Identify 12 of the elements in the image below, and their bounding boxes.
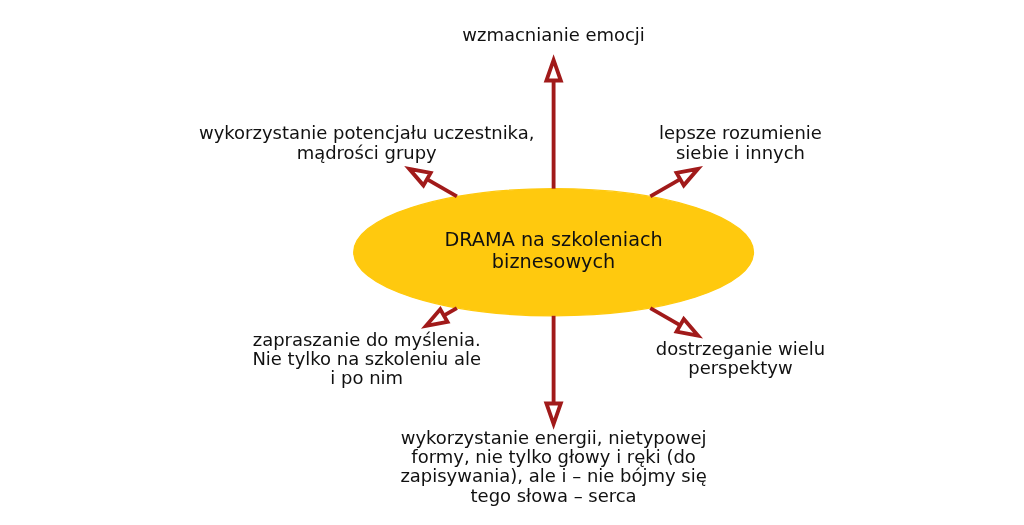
node-text: dostrzeganie wielu perspektyw — [655, 338, 825, 379]
arrow — [403, 165, 458, 199]
arrow — [543, 54, 563, 189]
node-text: wykorzystanie energii, nietypowej formy, nie tylko głowy i ręki (do zapisywania), ale i – nie bójmy się tego słowa – serca — [399, 426, 707, 506]
node-text: lepsze rozumienie siebie i innych — [658, 122, 822, 163]
arrow — [420, 306, 458, 329]
node-text: wzmacnianie emocji — [461, 24, 645, 46]
node-text: wykorzystanie potencjału uczestnika, mądrości grupy — [198, 122, 534, 163]
node-text: zapraszanie do myślenia. Nie tylko na szkoleniu ale i po nim — [251, 328, 481, 389]
arrow — [543, 315, 563, 430]
arrow — [648, 306, 703, 339]
arrow — [648, 165, 703, 199]
